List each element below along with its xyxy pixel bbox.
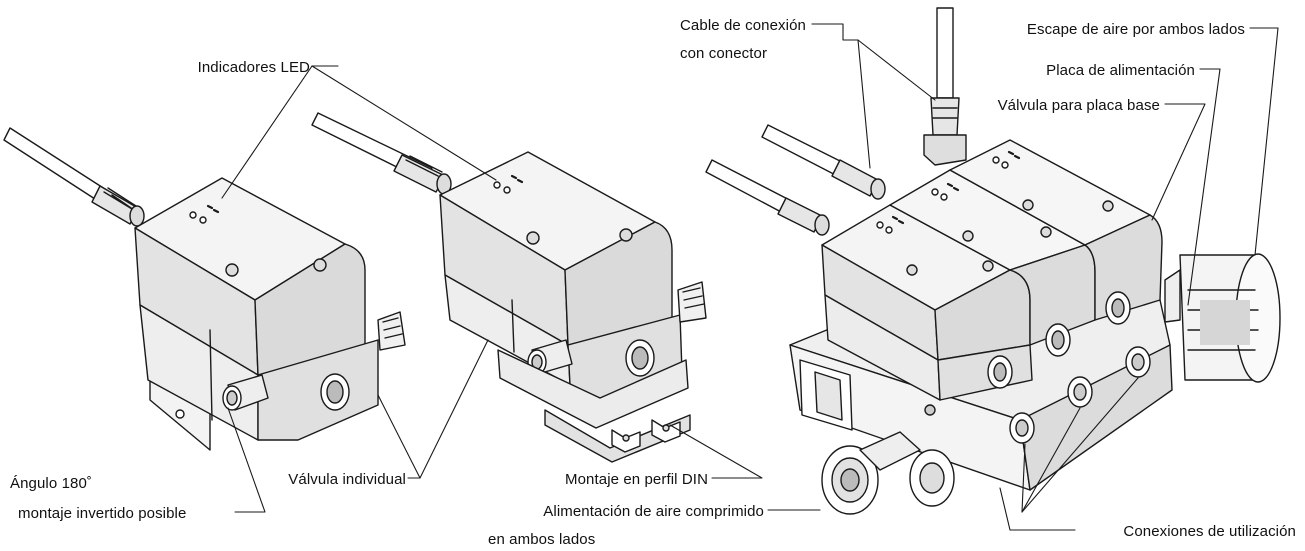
valve-din-mounted xyxy=(311,112,707,463)
valve-1-fitting xyxy=(222,374,269,411)
valve-1-lower-end xyxy=(257,339,379,441)
label-alimentacion-line1: Alimentación de aire comprimido xyxy=(543,503,764,520)
valve-2-screw xyxy=(619,228,633,242)
label-placa-alimentacion: Placa de alimentación xyxy=(1046,62,1195,79)
valve-1-screw xyxy=(313,258,327,272)
leader-lines xyxy=(221,23,1279,531)
label-conexiones: Conexiones de utilización xyxy=(1123,523,1296,540)
label-indicadores-led: Indicadores LED xyxy=(198,59,310,76)
valve-2-end xyxy=(564,221,673,346)
supply-fittings xyxy=(821,431,955,515)
label-cable-line1: Cable de conexión xyxy=(680,17,806,34)
cable-valve-1 xyxy=(3,127,145,227)
terminal-led-indicators xyxy=(876,150,1021,234)
valve-1-end xyxy=(254,243,366,376)
manifold-base-side xyxy=(1019,344,1173,491)
manifold-cables xyxy=(705,7,967,236)
label-escape: Escape de aire por ambos lados xyxy=(1027,21,1245,38)
exhaust-silencer xyxy=(1164,253,1281,383)
label-valvula-individual: Válvula individual xyxy=(288,471,406,488)
cable-valve-2 xyxy=(311,112,452,195)
label-angulo-line2: montaje invertido posible xyxy=(18,505,186,522)
valve-2-screw xyxy=(526,231,540,245)
label-cable-line2: con conector xyxy=(680,45,767,62)
valve-1-screw xyxy=(225,263,239,277)
valve-terminal-manifold xyxy=(705,7,1281,515)
valve-2-fitting xyxy=(527,339,573,375)
label-montaje-din: Montaje en perfil DIN xyxy=(565,471,708,488)
valve-2-led-indicators xyxy=(493,174,524,194)
label-valvula-placa-base: Válvula para placa base xyxy=(998,97,1160,114)
valve-1-led-indicators xyxy=(189,204,220,224)
valve-bracket-mounted xyxy=(3,127,406,451)
label-alimentacion-line2: en ambos lados xyxy=(488,531,595,548)
utilization-fittings xyxy=(1009,346,1151,444)
labels: Indicadores LED Cable de conexión con co… xyxy=(10,17,1296,548)
din-base xyxy=(497,349,689,429)
label-angulo-line1: Ángulo 180˚ xyxy=(10,475,92,492)
